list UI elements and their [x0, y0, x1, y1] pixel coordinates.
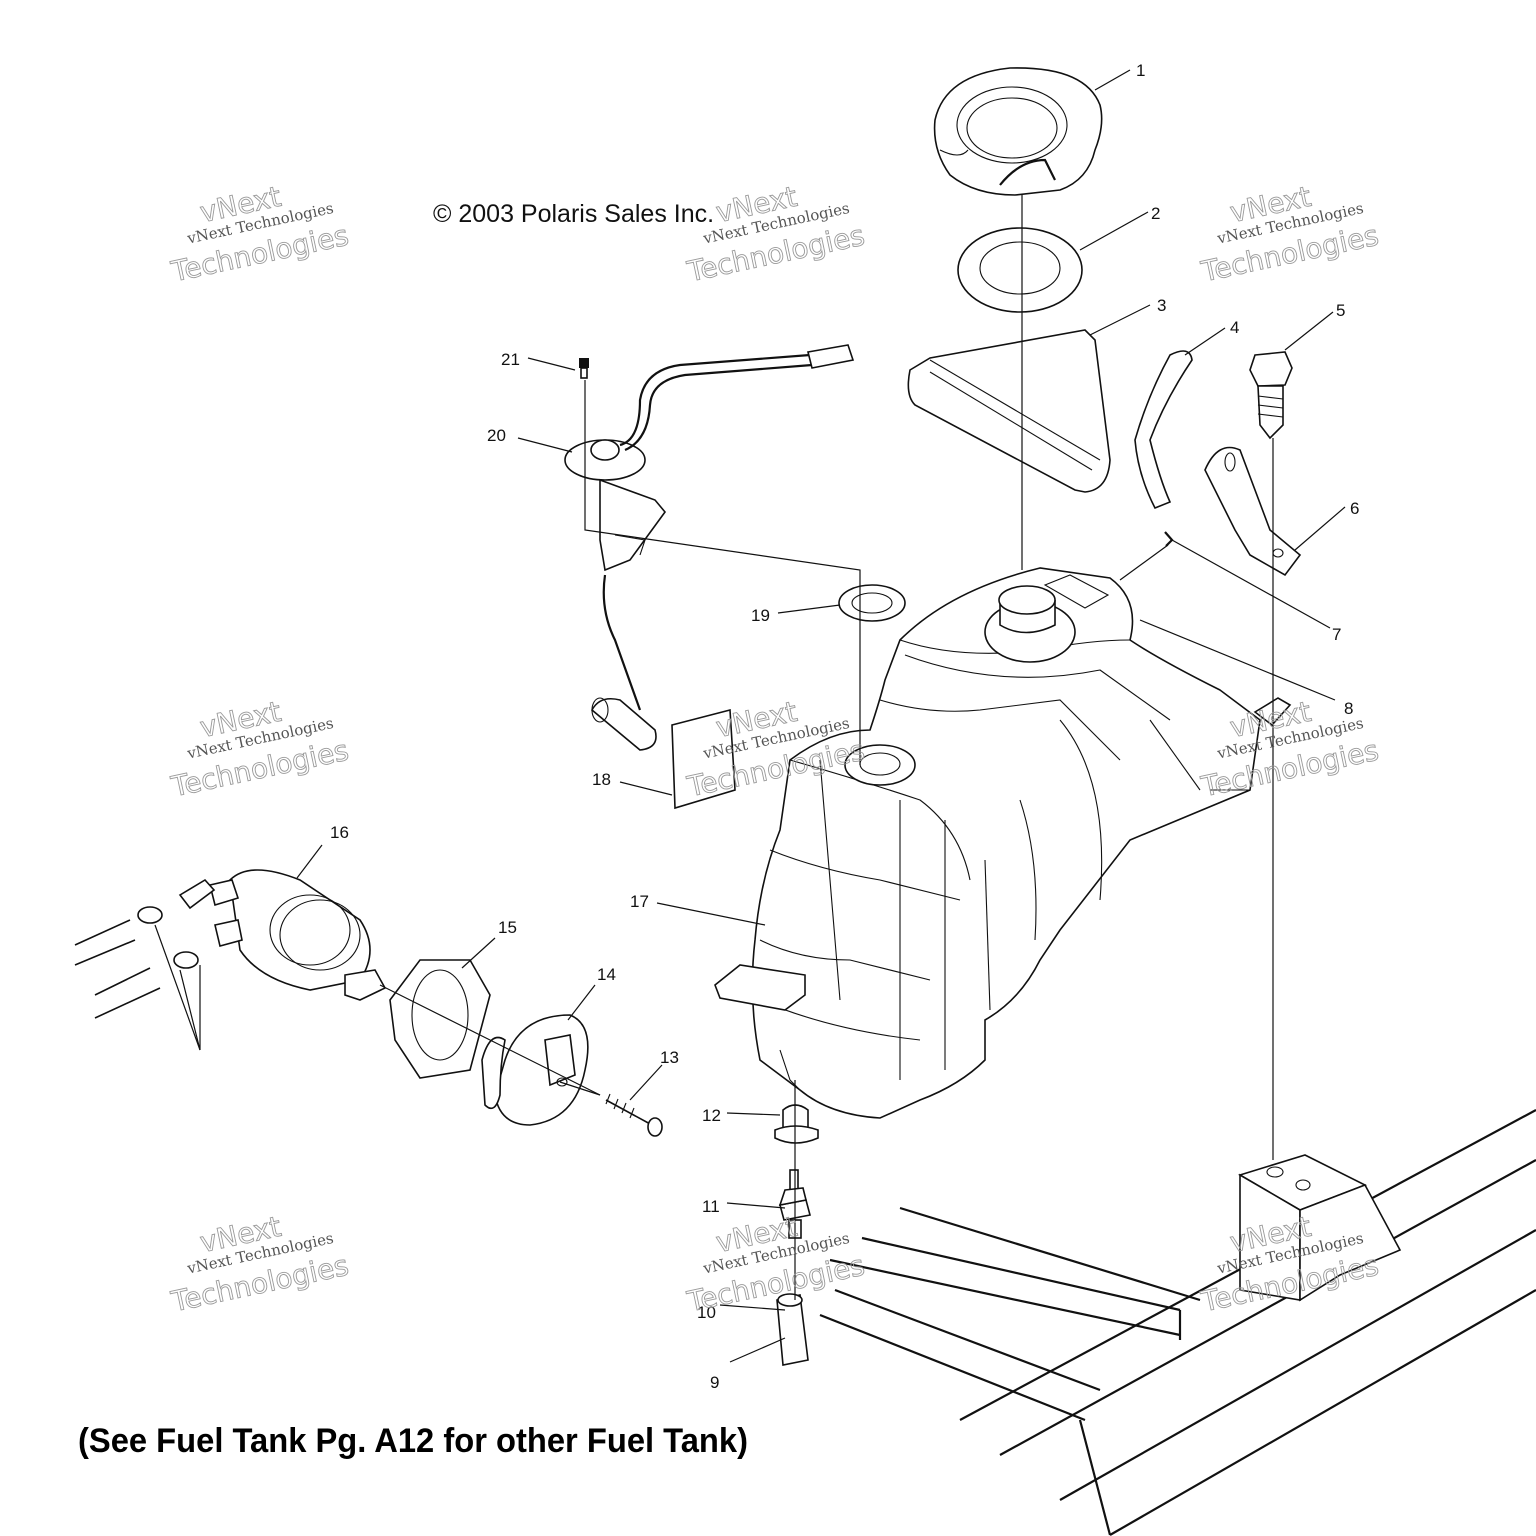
leader-lines — [296, 69, 1346, 1363]
watermark-top-left: vNext vNext Technologies Technologies — [167, 179, 352, 289]
mounting-bolt — [1249, 351, 1293, 440]
watermark-bottom-left: vNext vNext Technologies Technologies — [167, 1209, 352, 1319]
sender-screw — [579, 358, 589, 379]
warning-label — [671, 708, 736, 810]
watermark-mid-left: vNext vNext Technologies Technologies — [167, 694, 352, 804]
callout-15: 15 — [498, 918, 517, 937]
callout-17: 17 — [630, 892, 649, 911]
callout-6: 6 — [1350, 499, 1359, 518]
filter-mount — [481, 1014, 589, 1126]
pump-gasket — [838, 584, 906, 622]
callout-9: 9 — [710, 1373, 719, 1392]
callout-14: 14 — [597, 965, 616, 984]
watermark-top-right: vNext vNext Technologies Technologies — [1197, 179, 1382, 289]
callout-1: 1 — [1136, 61, 1145, 80]
callout-3: 3 — [1157, 296, 1166, 315]
callout-12: 12 — [702, 1106, 721, 1125]
watermark-top-center: vNext vNext Technologies Technologies — [683, 179, 868, 289]
callout-11: 11 — [702, 1197, 720, 1216]
tank-pad — [907, 329, 1111, 493]
clip — [1164, 531, 1174, 547]
callout-7: 7 — [1332, 625, 1341, 644]
fuel-tank — [714, 567, 1292, 1119]
hex-nut — [389, 959, 491, 1079]
grommet — [774, 1104, 819, 1144]
fuel-filter — [178, 869, 387, 1001]
fuel-line — [776, 1293, 809, 1366]
fuel-cap — [933, 67, 1103, 196]
callout-16: 16 — [330, 823, 349, 842]
fuel-tank-footnote: (See Fuel Tank Pg. A12 for other Fuel Ta… — [78, 1422, 748, 1460]
callout-19: 19 — [751, 606, 770, 625]
callout-21: 21 — [501, 350, 520, 369]
callout-10: 10 — [697, 1303, 716, 1322]
assembly-lines — [379, 195, 1274, 1300]
callout-8: 8 — [1344, 699, 1353, 718]
frame-mount-bracket — [1238, 1154, 1402, 1302]
callout-2: 2 — [1151, 204, 1160, 223]
frame-rails — [819, 1109, 1536, 1536]
callout-5: 5 — [1336, 301, 1345, 320]
tank-bracket — [1204, 446, 1302, 577]
callout-20: 20 — [487, 426, 506, 445]
callout-13: 13 — [660, 1048, 679, 1067]
callout-18: 18 — [592, 770, 611, 789]
callout-numbers: 1 2 3 4 5 6 7 8 9 10 11 12 13 14 15 16 1… — [330, 61, 1359, 1392]
vent-hose — [1134, 350, 1193, 510]
copyright-notice: © 2003 Polaris Sales Inc. — [433, 200, 714, 228]
callout-4: 4 — [1230, 318, 1239, 337]
fuel-sender — [564, 344, 855, 751]
screw — [605, 1093, 663, 1137]
cap-gasket — [957, 227, 1083, 313]
hose-clamps — [74, 906, 201, 1051]
